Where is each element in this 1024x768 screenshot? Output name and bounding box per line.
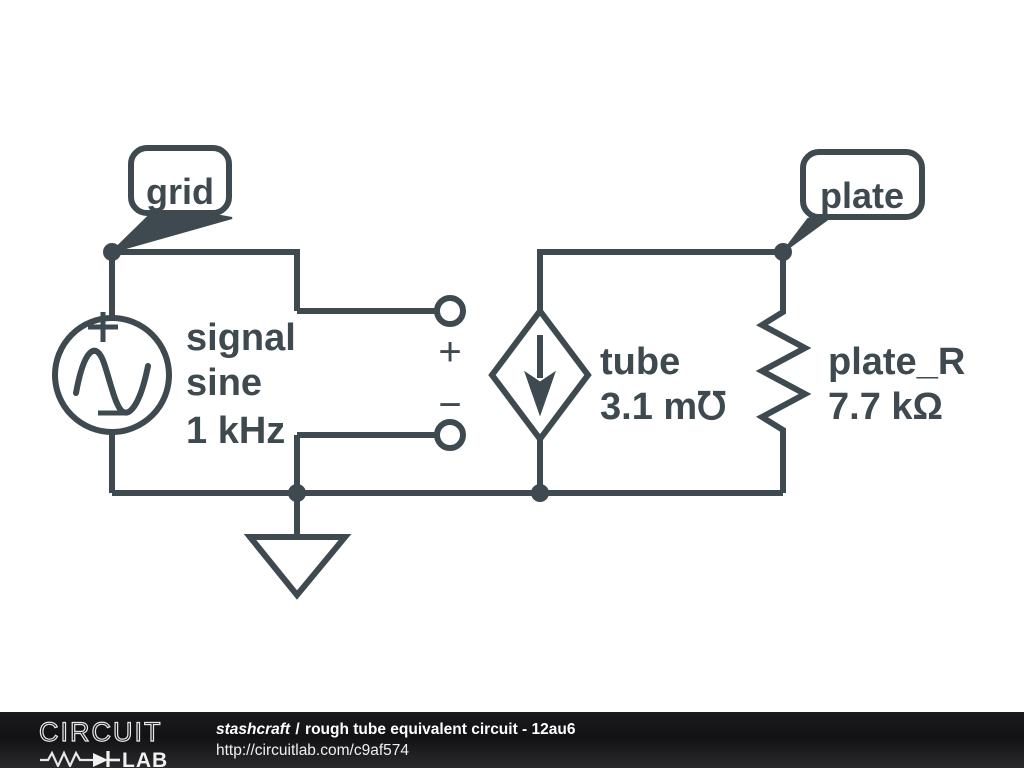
wire-tube-top-to-plate[interactable] bbox=[537, 249, 783, 318]
footer-bar: CIRCUIT LAB stashcraft / rough tube equi… bbox=[0, 712, 1024, 768]
footer-text-block: stashcraft / rough tube equivalent circu… bbox=[216, 720, 575, 761]
current-arrow-head-icon bbox=[524, 370, 556, 417]
callout-grid-label: grid bbox=[146, 171, 214, 212]
footer-separator: / bbox=[295, 721, 300, 738]
terminal-minus[interactable] bbox=[434, 419, 466, 451]
terminal-plus-label: + bbox=[438, 330, 461, 374]
schematic-svg[interactable]: + − signal sine 1 kHz tube 3.1 m℧ bbox=[0, 0, 1024, 712]
tube-name-label: tube bbox=[600, 341, 680, 383]
logo-lab-text: LAB bbox=[122, 749, 168, 767]
resistor-labels: plate_R 7.7 kΩ bbox=[828, 341, 965, 428]
footer-url[interactable]: http://circuitlab.com/c9af574 bbox=[216, 742, 409, 759]
tube-labels: tube 3.1 m℧ bbox=[600, 341, 726, 428]
component-resistor[interactable] bbox=[755, 305, 812, 441]
terminal-minus-label: − bbox=[438, 383, 461, 427]
source-plus-icon bbox=[88, 312, 118, 342]
tube-value-label: 3.1 m℧ bbox=[600, 386, 726, 428]
source-circle[interactable] bbox=[52, 315, 172, 435]
wire-grid-to-signal-plus[interactable] bbox=[112, 249, 300, 311]
component-ground[interactable] bbox=[243, 534, 352, 600]
logo-diode-icon bbox=[93, 751, 120, 767]
logo-resistor-icon bbox=[40, 750, 93, 767]
footer-project-line: stashcraft / rough tube equivalent circu… bbox=[216, 720, 575, 740]
footer-owner[interactable]: stashcraft bbox=[216, 721, 291, 738]
terminal-plus[interactable] bbox=[434, 295, 466, 327]
signal-labels: signal sine 1 kHz bbox=[186, 317, 296, 452]
ground-triangle-icon[interactable] bbox=[243, 534, 352, 600]
circuitlab-logo[interactable]: CIRCUIT LAB bbox=[36, 715, 196, 767]
component-dependent-current-source[interactable] bbox=[488, 306, 592, 444]
signal-waveform-label: sine bbox=[186, 362, 262, 404]
schematic-canvas[interactable]: + − signal sine 1 kHz tube 3.1 m℧ bbox=[0, 0, 1024, 712]
callout-plate[interactable]: plate bbox=[782, 149, 925, 253]
callout-grid[interactable]: grid bbox=[111, 145, 233, 253]
logo-wordmark: CIRCUIT bbox=[39, 717, 163, 747]
signal-terminals[interactable]: + − bbox=[434, 295, 466, 451]
signal-frequency-label: 1 kHz bbox=[186, 410, 285, 452]
resistor-zigzag[interactable] bbox=[755, 305, 812, 441]
footer-project-title[interactable]: rough tube equivalent circuit - 12au6 bbox=[305, 721, 576, 738]
callout-plate-label: plate bbox=[820, 175, 904, 216]
junction-dot-tube-cathode bbox=[531, 484, 549, 502]
resistor-name-label: plate_R bbox=[828, 341, 965, 383]
signal-name-label: signal bbox=[186, 317, 296, 359]
resistor-value-label: 7.7 kΩ bbox=[828, 386, 943, 428]
component-ac-voltage-source[interactable] bbox=[52, 312, 172, 435]
junction-dot-ground bbox=[288, 484, 306, 502]
callout-grid-box[interactable] bbox=[128, 145, 232, 216]
sine-wave-icon bbox=[73, 347, 151, 416]
callout-plate-box[interactable] bbox=[800, 149, 925, 220]
